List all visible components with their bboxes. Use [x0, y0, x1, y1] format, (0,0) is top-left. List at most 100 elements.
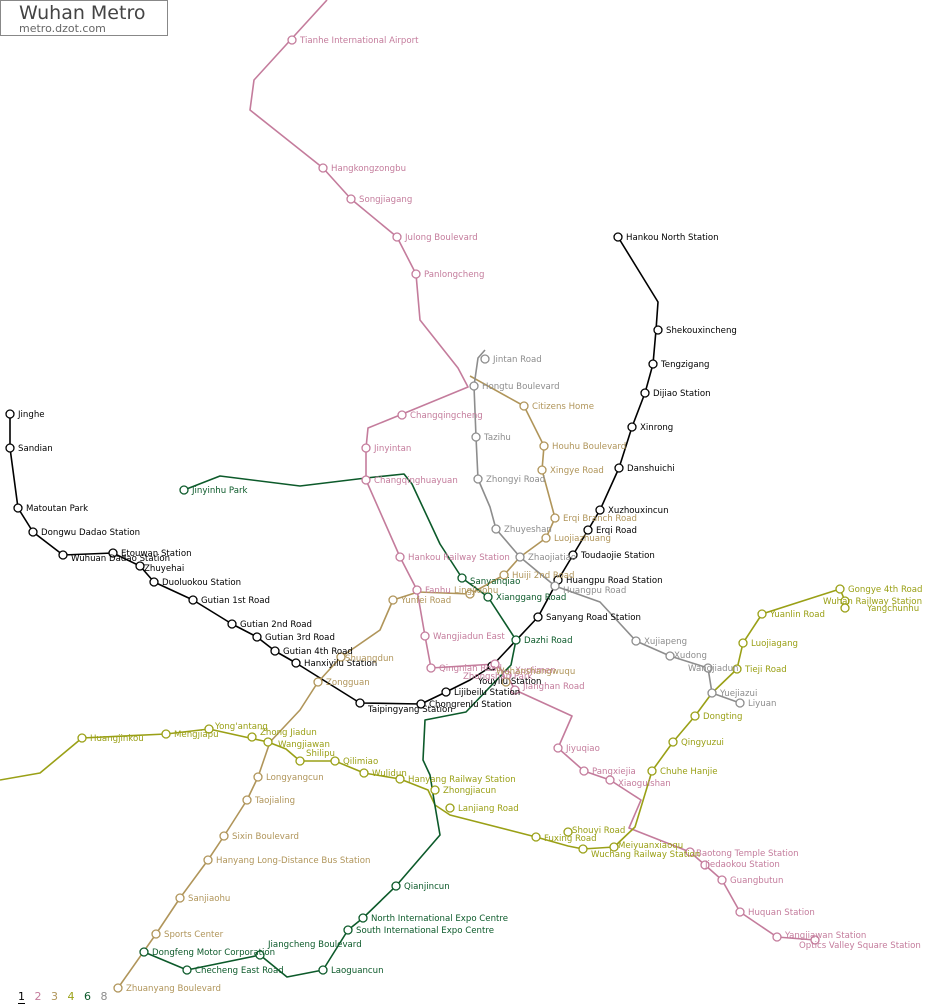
station-label[interactable]: Yuanlin Road: [769, 610, 825, 620]
station-label[interactable]: Matoutan Park: [26, 504, 88, 514]
station-dot[interactable]: [295, 756, 305, 766]
station-label[interactable]: Hanyang Railway Station: [408, 775, 516, 785]
station-label[interactable]: Hanyang Long-Distance Bus Station: [216, 856, 370, 866]
station-label[interactable]: Hanxiyilu Station: [304, 659, 377, 669]
station-dot[interactable]: [515, 552, 525, 562]
station-dot[interactable]: [490, 659, 500, 669]
station-label[interactable]: Huiji 2nd Road: [512, 571, 574, 581]
station-dot[interactable]: [445, 803, 455, 813]
station-label[interactable]: Jianghan Road: [522, 682, 585, 692]
route-line1[interactable]: [9, 236, 659, 705]
station-dot[interactable]: [501, 677, 511, 687]
station-label[interactable]: Lanjiang Road: [458, 804, 519, 814]
station-label[interactable]: Wulidun: [372, 769, 407, 779]
station-dot[interactable]: [58, 550, 68, 560]
station-dot[interactable]: [757, 609, 767, 619]
station-dot[interactable]: [491, 524, 501, 534]
station-dot[interactable]: [703, 663, 713, 673]
station-dot[interactable]: [648, 359, 658, 369]
station-label[interactable]: Wuhanshangwuqu: [496, 667, 575, 677]
station-dot[interactable]: [139, 947, 149, 957]
station-dot[interactable]: [690, 711, 700, 721]
station-dot[interactable]: [330, 756, 340, 766]
station-dot[interactable]: [411, 269, 421, 279]
station-dot[interactable]: [108, 548, 118, 558]
station-label[interactable]: Dijiao Station: [653, 389, 711, 399]
station-dot[interactable]: [336, 652, 346, 662]
station-dot[interactable]: [359, 768, 369, 778]
station-label[interactable]: Danshuichi: [627, 464, 675, 474]
station-label[interactable]: Sixin Boulevard: [232, 832, 299, 842]
station-label[interactable]: Erqi Road: [596, 526, 637, 536]
station-dot[interactable]: [227, 619, 237, 629]
station-dot[interactable]: [343, 925, 353, 935]
station-dot[interactable]: [219, 831, 229, 841]
station-dot[interactable]: [346, 194, 356, 204]
station-dot[interactable]: [465, 589, 475, 599]
station-dot[interactable]: [287, 35, 297, 45]
station-label[interactable]: Zhaojiatiao: [528, 553, 576, 563]
station-label[interactable]: Taipingyang Station: [367, 705, 453, 715]
station-dot[interactable]: [539, 441, 549, 451]
station-label[interactable]: Changqingcheng: [410, 411, 483, 421]
station-label[interactable]: Yunfei Road: [400, 596, 451, 606]
station-dot[interactable]: [318, 163, 328, 173]
station-label[interactable]: Sanyanqiao: [470, 577, 520, 587]
station-dot[interactable]: [395, 552, 405, 562]
station-label[interactable]: Hankou North Station: [626, 233, 719, 243]
route-line2[interactable]: [249, 0, 816, 941]
station-dot[interactable]: [430, 785, 440, 795]
station-dot[interactable]: [732, 664, 742, 674]
station-label[interactable]: Hankou Railway Station: [408, 553, 510, 563]
station-label[interactable]: Gutian 4th Road: [283, 647, 353, 657]
station-label[interactable]: Huangpu Road Station: [566, 576, 663, 586]
station-dot[interactable]: [609, 842, 619, 852]
station-label[interactable]: Sanyang Road Station: [546, 613, 641, 623]
station-label[interactable]: Wangjiadun East: [433, 632, 505, 642]
station-label[interactable]: Changqinghuayuan: [374, 476, 458, 486]
station-dot[interactable]: [416, 699, 426, 709]
station-label[interactable]: Shouyi Road: [572, 826, 625, 836]
station-label[interactable]: Wuhuan Dadao Station: [71, 554, 170, 564]
station-dot[interactable]: [391, 881, 401, 891]
station-dot[interactable]: [810, 935, 820, 945]
station-dot[interactable]: [772, 932, 782, 942]
station-dot[interactable]: [203, 855, 213, 865]
station-label[interactable]: Wuchang Railway Station: [591, 850, 700, 860]
station-dot[interactable]: [541, 533, 551, 543]
station-label[interactable]: Zhongyi Road: [486, 475, 545, 485]
station-dot[interactable]: [550, 581, 560, 591]
station-dot[interactable]: [252, 632, 262, 642]
station-label[interactable]: Dongfeng Motor Corporation: [152, 948, 275, 958]
station-dot[interactable]: [835, 584, 845, 594]
station-label[interactable]: Zongguan: [326, 678, 370, 688]
station-label[interactable]: Erqi Branch Road: [563, 514, 637, 524]
station-dot[interactable]: [473, 474, 483, 484]
station-label[interactable]: Yuejiazui: [719, 689, 757, 699]
station-dot[interactable]: [270, 646, 280, 656]
station-label[interactable]: Julong Boulevard: [404, 233, 478, 243]
station-label[interactable]: Fuxing Road: [544, 834, 597, 844]
station-dot[interactable]: [113, 983, 123, 993]
station-dot[interactable]: [627, 422, 637, 432]
station-label[interactable]: Dongwu Dadao Station: [41, 528, 140, 538]
legend-line-6[interactable]: 6: [84, 990, 91, 1003]
station-label[interactable]: Longyangcun: [266, 773, 324, 783]
station-dot[interactable]: [5, 443, 15, 453]
station-label[interactable]: Toudaojie Station: [580, 551, 655, 561]
station-dot[interactable]: [471, 432, 481, 442]
station-label[interactable]: Taojialing: [254, 796, 295, 806]
station-dot[interactable]: [77, 733, 87, 743]
station-dot[interactable]: [388, 595, 398, 605]
station-label[interactable]: Qingyuzui: [681, 738, 724, 748]
station-label[interactable]: Shuangdun: [345, 654, 394, 664]
station-dot[interactable]: [738, 638, 748, 648]
station-label[interactable]: Sandian: [18, 444, 53, 454]
station-label[interactable]: Qianjincun: [404, 882, 450, 892]
station-label[interactable]: Xunlimen: [515, 666, 556, 676]
station-label[interactable]: Xudong: [674, 651, 707, 661]
station-dot[interactable]: [426, 663, 436, 673]
station-dot[interactable]: [263, 737, 273, 747]
station-label[interactable]: Gutian 1st Road: [201, 596, 270, 606]
station-dot[interactable]: [665, 651, 675, 661]
